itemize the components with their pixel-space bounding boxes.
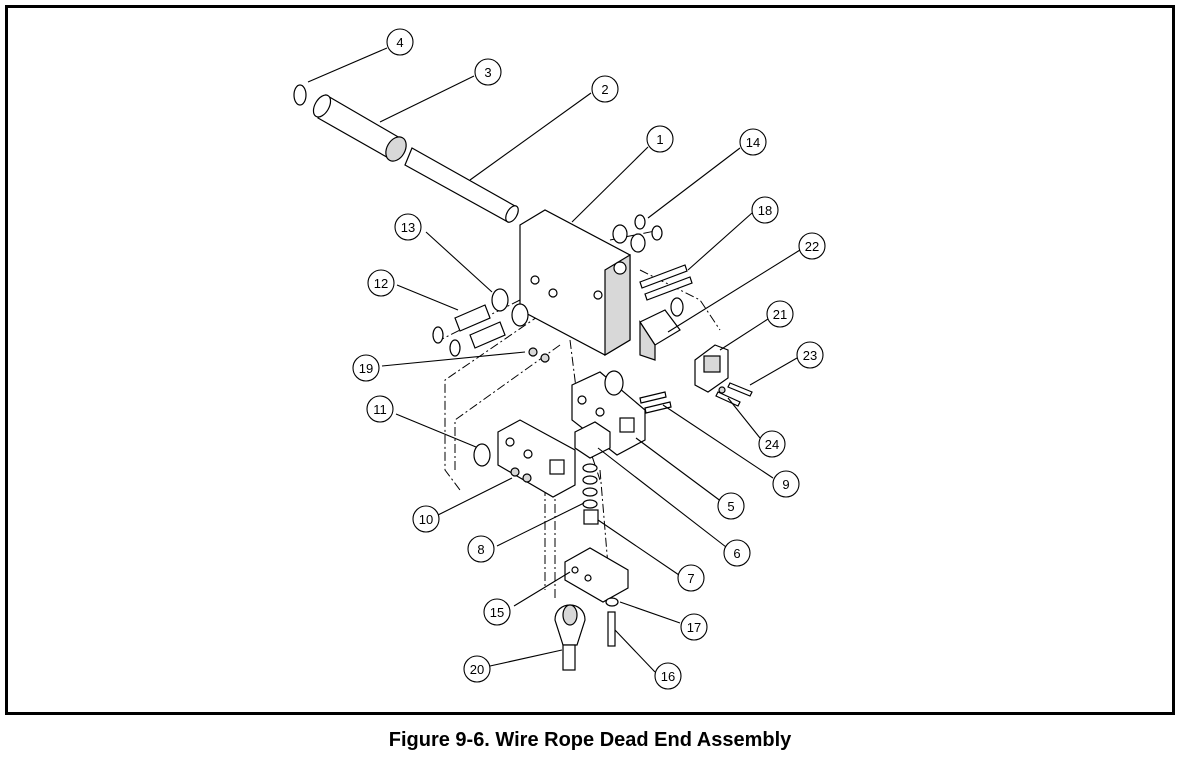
part-spacers-13 bbox=[491, 288, 529, 327]
callout-15-label: 15 bbox=[490, 605, 504, 620]
part-lower-block-15 bbox=[564, 547, 629, 603]
callout-4-label: 4 bbox=[396, 35, 403, 50]
part-sleeve-7 bbox=[583, 509, 599, 525]
callout-14-label: 14 bbox=[746, 135, 760, 150]
callout-6-label: 6 bbox=[733, 546, 740, 561]
callout-21: 21 bbox=[766, 300, 794, 328]
callout-19-label: 19 bbox=[359, 361, 373, 376]
figure-caption: Figure 9-6. Wire Rope Dead End Assembly bbox=[388, 729, 792, 751]
callout-15: 15 bbox=[483, 598, 511, 626]
callout-18: 18 bbox=[751, 196, 779, 224]
callout-12: 12 bbox=[367, 269, 395, 297]
callout-10-label: 10 bbox=[419, 512, 433, 527]
callout-18-label: 18 bbox=[758, 203, 772, 218]
callout-8-label: 8 bbox=[477, 542, 484, 557]
part-nuts-19 bbox=[528, 347, 550, 363]
callout-4: 4 bbox=[386, 28, 414, 56]
part-washer-stack-8 bbox=[582, 463, 598, 509]
callout-5: 5 bbox=[717, 492, 745, 520]
part-washers-14 bbox=[612, 214, 663, 253]
callout-16-label: 16 bbox=[661, 669, 675, 684]
callout-20-label: 20 bbox=[470, 662, 484, 677]
callout-23: 23 bbox=[796, 341, 824, 369]
callout-6: 6 bbox=[723, 539, 751, 567]
part-sleeve-3 bbox=[312, 94, 407, 162]
part-main-block-1 bbox=[519, 209, 631, 357]
callout-22-label: 22 bbox=[805, 239, 819, 254]
part-washer-11 bbox=[473, 443, 491, 467]
part-side-plate-10 bbox=[497, 419, 576, 498]
callout-1-label: 1 bbox=[656, 132, 663, 147]
part-rollers-12 bbox=[432, 304, 506, 357]
callout-21-label: 21 bbox=[773, 307, 787, 322]
part-side-plate-5 bbox=[571, 370, 646, 456]
callout-23-label: 23 bbox=[803, 348, 817, 363]
callout-14: 14 bbox=[739, 128, 767, 156]
part-bolts-9 bbox=[639, 391, 672, 414]
callout-17: 17 bbox=[680, 613, 708, 641]
callout-1: 1 bbox=[646, 125, 674, 153]
callout-13: 13 bbox=[394, 213, 422, 241]
callout-7-label: 7 bbox=[687, 571, 694, 586]
callout-10: 10 bbox=[412, 505, 440, 533]
part-bolts-18 bbox=[639, 264, 693, 301]
callout-leaders bbox=[307, 47, 801, 673]
callout-5-label: 5 bbox=[727, 499, 734, 514]
callout-9: 9 bbox=[772, 470, 800, 498]
callout-9-label: 9 bbox=[782, 477, 789, 492]
callout-11: 11 bbox=[366, 395, 394, 423]
part-pin-2 bbox=[404, 147, 519, 223]
callout-2-label: 2 bbox=[601, 82, 608, 97]
callout-22: 22 bbox=[798, 232, 826, 260]
drawing-frame bbox=[5, 5, 1175, 715]
callout-19: 19 bbox=[352, 354, 380, 382]
callout-12-label: 12 bbox=[374, 276, 388, 291]
part-screws-23-24 bbox=[715, 382, 753, 407]
part-switch-box-21 bbox=[694, 344, 729, 393]
callout-8: 8 bbox=[467, 535, 495, 563]
callout-17-label: 17 bbox=[687, 620, 701, 635]
part-screw-16 bbox=[607, 611, 616, 647]
part-snap-ring-4 bbox=[293, 84, 307, 106]
callout-24: 24 bbox=[758, 430, 786, 458]
part-clamp-block-6 bbox=[574, 421, 611, 459]
callout-7: 7 bbox=[677, 564, 705, 592]
callout-16: 16 bbox=[654, 662, 682, 690]
callout-13-label: 13 bbox=[401, 220, 415, 235]
callout-3: 3 bbox=[474, 58, 502, 86]
part-washer-17 bbox=[605, 597, 619, 607]
callout-3-label: 3 bbox=[484, 65, 491, 80]
part-rope-socket-20 bbox=[554, 604, 586, 671]
callout-20: 20 bbox=[463, 655, 491, 683]
assembly-drawing: 4 3 2 1 14 18 22 13 12 21 23 19 11 24 9 … bbox=[293, 28, 826, 690]
callout-11-label: 11 bbox=[373, 402, 387, 417]
callout-24-label: 24 bbox=[765, 437, 779, 452]
callout-2: 2 bbox=[591, 75, 619, 103]
part-bracket-22 bbox=[639, 297, 684, 361]
